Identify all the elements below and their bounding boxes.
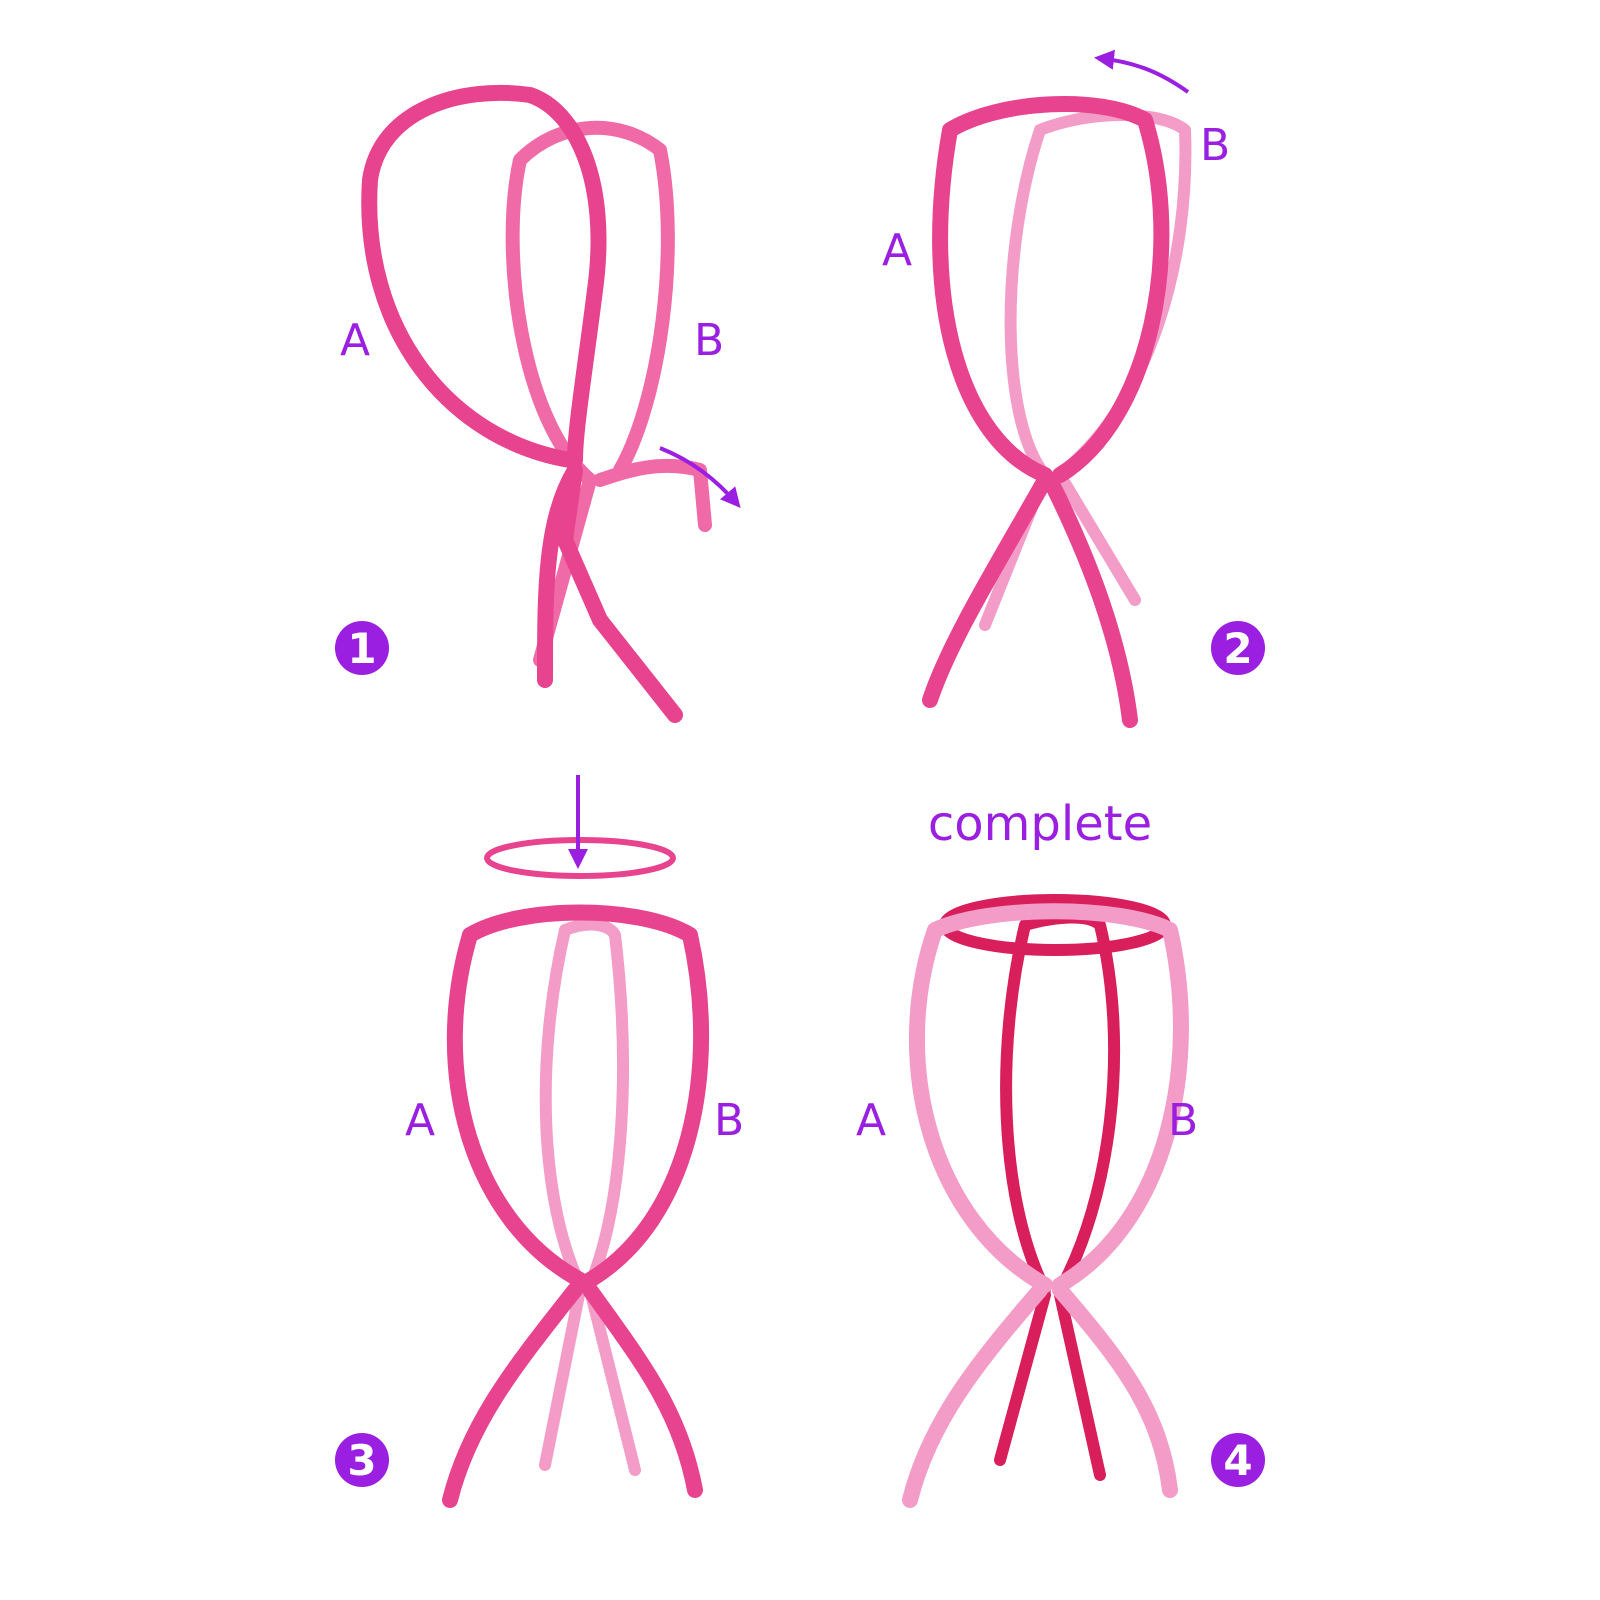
step-2-number: 2: [1223, 624, 1252, 673]
step-1-stand-frame-a: [361, 84, 683, 723]
step-4-stand-frame-light: [902, 903, 1189, 1508]
step-4-number: 4: [1223, 1436, 1252, 1485]
step-3-number: 3: [347, 1436, 376, 1485]
step-4-panel: complete A B 4: [856, 796, 1265, 1508]
step-1-panel: A B 1: [335, 84, 741, 723]
step-1-number: 1: [347, 624, 376, 673]
step-4-caption: complete: [928, 796, 1152, 852]
step-1-label-b: B: [694, 315, 724, 366]
step-3-stand-frame-a: [442, 904, 710, 1508]
step-2-label-a: A: [882, 225, 912, 276]
step-4-label-b: B: [1168, 1095, 1198, 1146]
step-3-panel: A B 3: [335, 775, 744, 1508]
step-4-label-a: A: [856, 1095, 886, 1146]
step-2-rotate-arrow: [1094, 49, 1190, 94]
step-4-number-badge: [1211, 1433, 1265, 1487]
step-2-stand-frame-a: [922, 96, 1170, 728]
step-2-number-badge: [1211, 621, 1265, 675]
step-3-label-a: A: [405, 1095, 435, 1146]
step-2-panel: A B 2: [882, 49, 1265, 728]
step-1-number-badge: [335, 621, 389, 675]
step-2-label-b: B: [1200, 120, 1230, 171]
step-1-label-a: A: [340, 315, 370, 366]
step-3-number-badge: [335, 1433, 389, 1487]
step-3-label-b: B: [714, 1095, 744, 1146]
step-1-rotate-arrow: [659, 446, 741, 509]
step-3-stand-frame-b: [539, 918, 641, 1476]
